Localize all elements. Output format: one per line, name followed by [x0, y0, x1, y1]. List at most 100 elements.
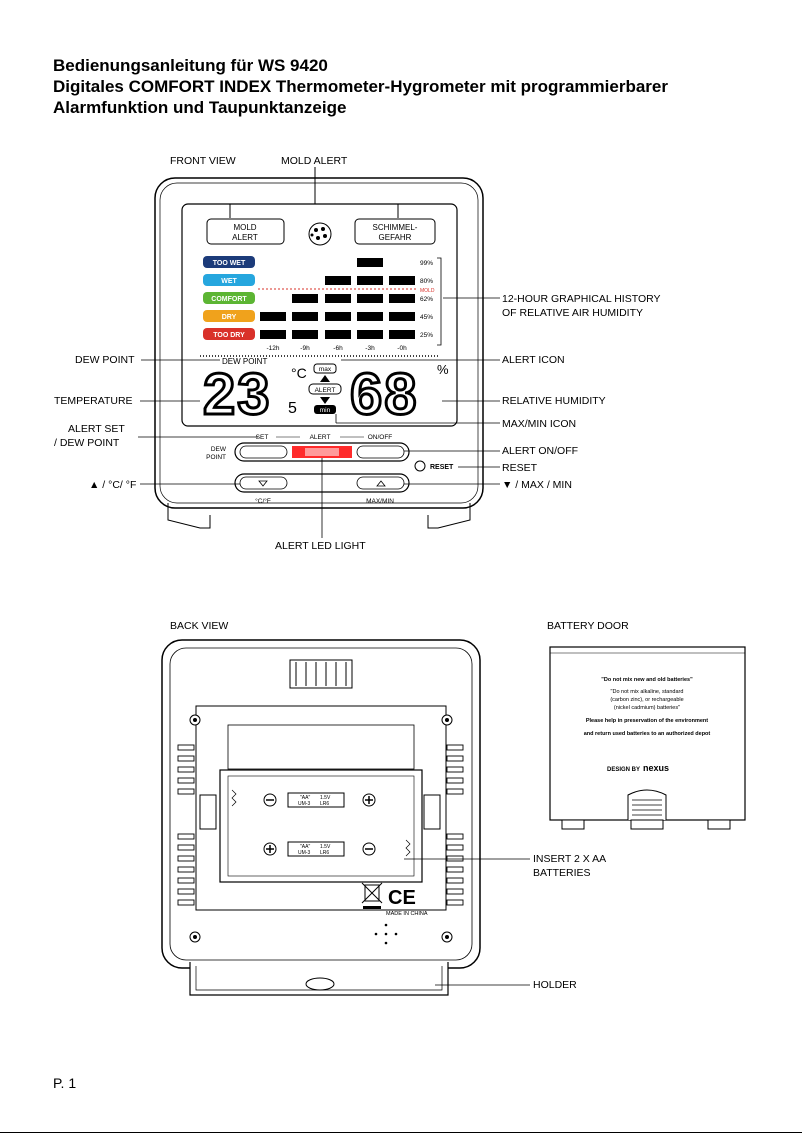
door-text-3: (carbon zinc), or rechargeable — [610, 697, 683, 703]
callout-alert-led: ALERT LED LIGHT — [275, 540, 366, 552]
battery-2-aa: "AA" — [300, 844, 310, 850]
battery-door: "Do not mix new and old batteries" "Do n… — [549, 646, 746, 830]
temperature-unit: °C — [291, 365, 307, 381]
maxmin-label: MAX/MIN — [366, 498, 394, 505]
schimmel-line2: GEFAHR — [379, 233, 412, 242]
callout-alert-icon: ALERT ICON — [502, 354, 565, 366]
callout-history-l1: 12-HOUR GRAPHICAL HISTORY — [502, 293, 661, 305]
schimmel-line1: SCHIMMEL- — [373, 223, 418, 232]
up-button-icon — [376, 480, 386, 487]
temperature-value: 23 — [203, 362, 272, 427]
title-line-1: Bedienungsanleitung für WS 9420 — [53, 56, 328, 75]
up-triangle-icon — [320, 375, 330, 382]
door-text-4: (nickel cadmium) batteries" — [614, 705, 680, 711]
humidity-levels: TOO WET WET COMFORT DRY TOO DRY — [203, 256, 255, 340]
callout-alert-set-l2: / DEW POINT — [54, 437, 120, 449]
callout-temperature: TEMPERATURE — [54, 395, 133, 407]
hour-9: -9h — [300, 345, 310, 352]
lcd-dew-point: DEW POINT — [222, 357, 267, 366]
battery-2: "AA" 1.5V UM-3 LR6 — [263, 841, 376, 857]
mold-alert-label: MOLD ALERT — [281, 155, 348, 167]
mold-box-line2: ALERT — [232, 233, 258, 242]
callout-history-l2: OF RELATIVE AIR HUMIDITY — [502, 307, 643, 319]
left-vents — [177, 744, 195, 906]
battery-compartment — [219, 769, 423, 883]
humidity-history-bars — [260, 258, 415, 339]
callout-dew-point: DEW POINT — [75, 354, 135, 366]
level-comfort — [203, 292, 255, 304]
callout-down-maxmin: ▼ / MAX / MIN — [502, 479, 572, 491]
mold-icon — [308, 222, 332, 246]
hour-0: -0h — [397, 345, 407, 352]
pct-80: 80% — [420, 278, 433, 285]
back-view-label: BACK VIEW — [170, 620, 228, 632]
speaker-holes — [374, 923, 398, 945]
level-dry-label: DRY — [222, 314, 237, 321]
battery-2-v: 1.5V — [320, 844, 331, 850]
right-vents — [446, 744, 464, 906]
hour-6: -6h — [333, 345, 343, 352]
title-line-2: Digitales COMFORT INDEX Thermometer-Hygr… — [53, 77, 668, 96]
door-text-5: Please help in preservation of the envir… — [586, 718, 708, 724]
battery-1-um: UM-3 — [298, 801, 310, 807]
dew-left-l1: DEW — [211, 446, 227, 453]
nexus-logo: nexus — [643, 763, 669, 773]
level-comfort-label: COMFORT — [211, 296, 247, 303]
max-icon-label: max — [319, 366, 332, 373]
min-icon-label: min — [320, 407, 331, 414]
set-button-label: SET — [256, 434, 269, 441]
pct-62: 62% — [420, 296, 433, 303]
down-button-icon — [258, 480, 268, 487]
callout-insert-l2: BATTERIES — [533, 867, 591, 879]
alert-icon-label: ALERT — [315, 387, 336, 394]
level-wet-label: WET — [221, 278, 237, 285]
battery-1-lr: LR6 — [320, 801, 329, 807]
onoff-button-label: ON/OFF — [368, 434, 393, 441]
ce-mark: CE — [388, 887, 416, 909]
alert-button-label: ALERT — [310, 434, 331, 441]
callout-alert-set-l1: ALERT SET — [68, 423, 125, 435]
battery-2-lr: LR6 — [320, 850, 329, 856]
battery-2-um: UM-3 — [298, 850, 310, 856]
door-text-1: "Do not mix new and old batteries" — [601, 677, 693, 683]
level-too-wet — [203, 256, 255, 268]
temperature-decimal: 5 — [288, 400, 297, 417]
callout-reset: RESET — [502, 462, 538, 474]
page-number: P. 1 — [53, 1075, 77, 1091]
cf-label: °C/°F — [255, 497, 271, 505]
level-wet — [203, 274, 255, 286]
mold-box-line1: MOLD — [233, 223, 256, 232]
min-icon — [314, 405, 336, 414]
weee-bin-icon — [361, 882, 383, 909]
dew-left-l2: POINT — [206, 454, 226, 461]
battery-1-v: 1.5V — [320, 795, 331, 801]
battery-1: "AA" 1.5V UM-3 LR6 — [263, 792, 376, 808]
pct-99: 99% — [420, 260, 433, 267]
down-triangle-icon — [320, 397, 330, 404]
callout-holder: HOLDER — [533, 979, 577, 991]
reset-button[interactable] — [414, 460, 426, 472]
level-too-dry-label: TOO DRY — [213, 332, 245, 339]
humidity-value: 68 — [350, 362, 419, 427]
schimmel-box — [354, 218, 436, 245]
made-in-china: MADE IN CHINA — [386, 911, 428, 917]
mold-threshold-label: MOLD — [420, 288, 435, 294]
level-dry — [203, 310, 255, 322]
document-title: Bedienungsanleitung für WS 9420 Digitale… — [53, 55, 668, 118]
level-too-dry — [203, 328, 255, 340]
level-too-wet-label: TOO WET — [213, 260, 246, 267]
battery-door-label: BATTERY DOOR — [547, 620, 629, 632]
front-view-illustration: FRONT VIEW MOLD ALERT MOLD ALERT SCHIMME… — [54, 155, 661, 552]
humidity-unit: % — [437, 362, 449, 377]
design-by: DESIGN BY — [607, 767, 640, 773]
door-text-6: and return used batteries to an authoriz… — [584, 731, 711, 737]
mold-alert-box — [206, 218, 285, 245]
hour-3: -3h — [365, 345, 375, 352]
back-view-illustration: BACK VIEW BATTERY DOOR "AA" 1.5V UM-3 LR… — [161, 620, 746, 996]
door-text-2: "Do not mix alkaline, standard — [611, 689, 684, 695]
callout-relative-humidity: RELATIVE HUMIDITY — [502, 395, 606, 407]
battery-1-aa: "AA" — [300, 795, 310, 801]
hour-12: -12h — [266, 345, 279, 352]
title-line-3: Alarmfunktion und Taupunktanzeige — [53, 98, 347, 117]
callout-maxmin-icon: MAX/MIN ICON — [502, 418, 576, 430]
